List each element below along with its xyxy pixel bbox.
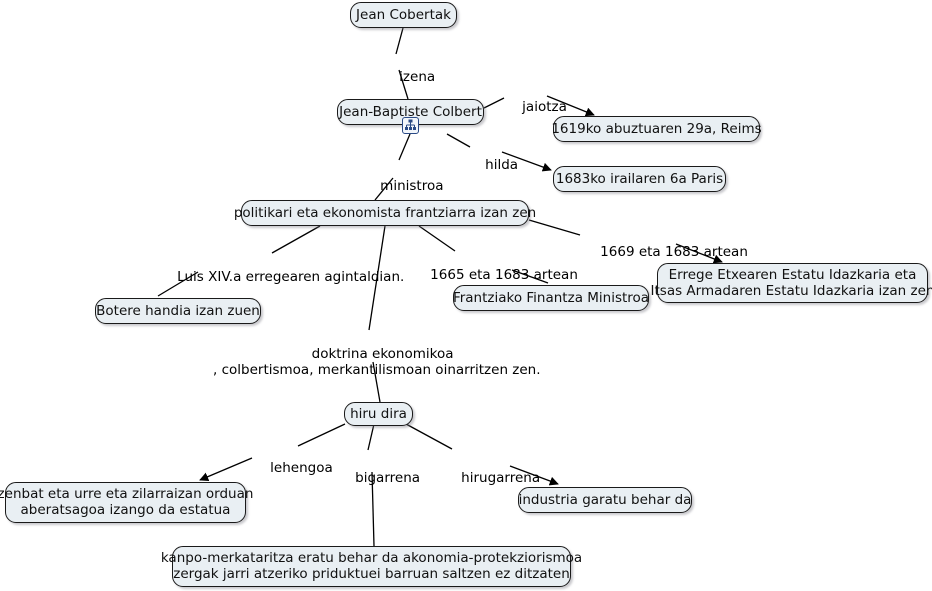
node-label: Frantziako Finantza Ministroa [452, 289, 650, 306]
link-label-text: hirugarrena [461, 470, 541, 486]
node-label: 1683ko irailaren 6a Paris [555, 170, 724, 187]
node-label: zenbat eta urre eta zilarraizan orduan a… [0, 486, 254, 518]
node-botere-handia[interactable]: Botere handia izan zuen [95, 298, 261, 324]
node-label: hiru dira [350, 405, 407, 422]
link-label-text: bigarrena [355, 470, 421, 486]
edge-hiru-lehengoa [297, 423, 346, 447]
link-label-text: lehengoa [270, 460, 333, 476]
node-label: kanpo-merkataritza eratu behar da akonom… [160, 550, 583, 582]
node-jean-baptiste-colbert[interactable]: Jean-Baptiste Colbert [337, 99, 484, 125]
edge-politikari-luis [271, 225, 321, 254]
edge-politikari-1669 [528, 219, 581, 236]
node-label: 1619ko abuztuaren 29a, Reims [551, 120, 762, 137]
link-label-luis-xiv[interactable]: Luis XIV.a erregearen agintaldian. [160, 253, 404, 301]
node-industria-garatu[interactable]: industria garatu behar da [518, 487, 692, 513]
edge-root-izena [395, 27, 404, 55]
link-label-bigarrena[interactable]: bigarrena [338, 454, 420, 502]
link-label-izena[interactable]: izena [382, 53, 435, 101]
node-frantziako-finantza-ministroa[interactable]: Frantziako Finantza Ministroa [453, 285, 649, 311]
node-errege-etxearen-estatu-idazkaria[interactable]: Errege Etxearen Estatu Idazkaria eta Its… [651, 263, 932, 303]
node-jaiotza-data[interactable]: 1619ko abuztuaren 29a, Reims [551, 116, 762, 142]
link-label-jaiotza[interactable]: jaiotza [505, 83, 567, 131]
node-hilda-data[interactable]: 1683ko irailaren 6a Paris [553, 166, 726, 192]
link-label-hilda[interactable]: hilda [468, 141, 518, 189]
link-label-hirugarrena[interactable]: hirugarrena [444, 454, 540, 502]
link-label-text: doktrina ekonomikoa , colbertismoa, merk… [213, 346, 541, 378]
node-label: Botere handia izan zuen [96, 302, 260, 319]
node-label: politikari eta ekonomista frantziarra iz… [233, 204, 537, 221]
link-label-text: Luis XIV.a erregearen agintaldian. [177, 269, 405, 285]
link-label-ministroa[interactable]: ministroa [363, 162, 443, 210]
edge-colbert-ministroa [398, 133, 411, 161]
edge-hiru-bigarrena [367, 423, 375, 451]
concept-map-icon[interactable] [402, 117, 419, 134]
link-label-doktrina-ekonomikoa[interactable]: doktrina ekonomikoa , colbertismoa, merk… [213, 330, 541, 394]
link-label-lehengoa[interactable]: lehengoa [253, 444, 333, 492]
link-label-text: izena [399, 69, 436, 85]
node-kanpo-merkataritza[interactable]: kanpo-merkataritza eratu behar da akonom… [161, 546, 582, 587]
concept-map-icon-glyph [405, 119, 416, 130]
link-label-text: ministroa [380, 178, 444, 194]
link-label-text: hilda [485, 157, 519, 173]
link-label-text: 1665 eta 1683 artean [430, 267, 578, 283]
node-zenbat-urre-zilar[interactable]: zenbat eta urre eta zilarraizan orduan a… [0, 482, 253, 523]
node-label: Errege Etxearen Estatu Idazkaria eta Its… [650, 266, 932, 299]
node-label: industria garatu behar da [518, 491, 692, 508]
node-politikari-ekonomista[interactable]: politikari eta ekonomista frantziarra iz… [234, 200, 536, 226]
link-label-text: 1669 eta 1683 artean [600, 244, 748, 260]
link-label-text: jaiotza [522, 99, 567, 115]
node-label: Jean-Baptiste Colbert [339, 103, 482, 120]
edge-colbert-hilda [446, 133, 471, 148]
edge-politikari-1665 [418, 225, 456, 252]
node-hiru-dira[interactable]: hiru dira [344, 402, 413, 426]
edge-hiru-hirugarrena [405, 423, 453, 450]
node-label: Jean Cobertak [356, 6, 451, 23]
link-label-1669-1683[interactable]: 1669 eta 1683 artean [583, 228, 748, 276]
node-jean-cobertak[interactable]: Jean Cobertak [350, 2, 457, 28]
edge-colbert-jaiotza [483, 97, 505, 109]
link-label-1665-1683[interactable]: 1665 eta 1683 artean [413, 251, 578, 299]
edge-lehengoa-zenbat [199, 457, 253, 481]
